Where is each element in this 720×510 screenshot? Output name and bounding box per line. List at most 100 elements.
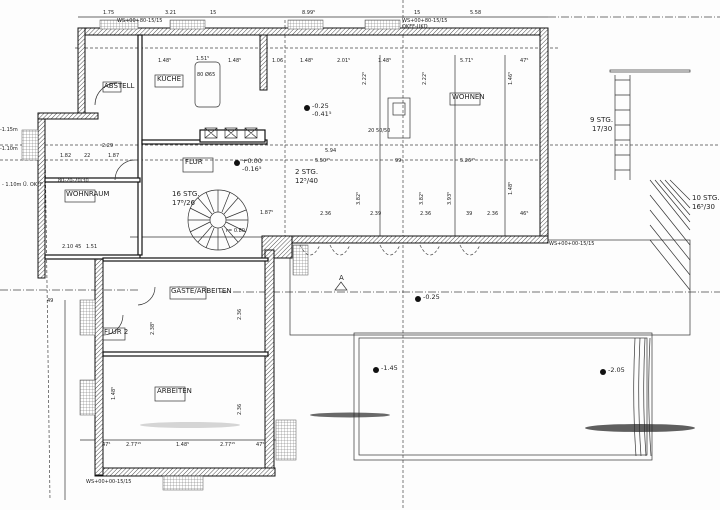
room-kueche: KÜCHE: [157, 74, 181, 83]
stair-right-lower-ratio: 16⁵/30: [692, 203, 715, 211]
dimension-label: 2.36: [420, 211, 431, 217]
dimension-label: 80-20-20/30: [58, 178, 89, 184]
dimension-label: 5.26¹⁵: [460, 158, 475, 164]
dimension-label: 3.82⁵: [419, 192, 425, 205]
vertical-dimensions: 2.22⁵ 2.22⁵ 1.46⁵ 3.82⁵ 3.82⁵ 3.93⁵ 1.48…: [356, 72, 514, 205]
dimension-label: 15: [414, 10, 420, 16]
level-marker-icon: [415, 296, 421, 302]
dimension-label: 1.48⁵: [176, 442, 189, 448]
walls: [37, 27, 549, 477]
room-flur-2: FLUR 2: [104, 328, 128, 336]
stair-right-upper-ratio: 17/30: [592, 125, 612, 133]
dimension-label: 1.48⁵: [300, 58, 313, 64]
room-gaeste-arbeiten: GÄSTE/ARBEITEN: [171, 286, 232, 295]
dimension-label: r= 0.80: [226, 228, 245, 234]
dimension-label: OKFF-UKD: [402, 24, 428, 30]
dimension-label: 45: [75, 244, 81, 250]
dimension-label: 1.48⁵: [111, 387, 117, 400]
left-wing-dimensions: 2.29 1.82 22 1.87 2.10 45 1.51 49: [47, 143, 119, 304]
exterior-stairs: [609, 69, 691, 291]
annotations: WS+00+80-15/15 WS+00+80-15/15 OKFF-UKD W…: [0, 18, 594, 485]
dimension-label: -1.10m: [0, 146, 18, 152]
dimension-label: 3.21: [165, 10, 176, 16]
dimension-label: 1.75: [103, 10, 114, 16]
dimension-label: 1.06: [272, 58, 283, 64]
dimension-label: 20 50/50: [368, 128, 390, 134]
terrace: [289, 239, 691, 336]
dimension-label: 1.87⁵: [260, 210, 273, 216]
dimension-label: 49: [47, 298, 53, 304]
dimension-label: 22: [84, 153, 90, 159]
kitchen-fixtures: [194, 61, 411, 139]
stair-labels: 16 STG. 17⁸/26 2 STG. 12⁵/40 9 STG. 17/3…: [172, 116, 720, 211]
doors: [94, 82, 481, 336]
level-wohnen-top: -0.25: [312, 102, 329, 110]
dimension-label: 2.36: [320, 211, 331, 217]
inner-top-dimensions: 1.48⁵ 1.51⁵ 1.48⁵ 1.06 1.48⁵ 2.01⁵ 1.48⁵…: [158, 56, 528, 64]
smudge: [585, 424, 695, 432]
dimension-label: 5.50¹⁵: [315, 158, 330, 164]
room-abstell: ABSTELL: [104, 82, 135, 90]
section-marker-label: A: [339, 274, 344, 282]
middle-dimensions: 5.94 5.50¹⁵ 99 5.26¹⁵: [315, 148, 475, 164]
level-pool-left: -1.45: [381, 364, 398, 372]
windows: [21, 19, 401, 491]
dimension-label: 8.99⁵: [302, 10, 315, 16]
level-pool-right: -2.05: [608, 366, 625, 374]
dimension-label: 3.93⁵: [447, 192, 453, 205]
dimension-label: 47⁵: [102, 442, 110, 448]
dimension-label: WS+00+80-15/15: [402, 18, 447, 24]
level-markers: -0.25 -0.41⁵ +0.00 -0.16⁵ -0.25 -1.45 -2…: [234, 102, 625, 375]
dimension-label: 2.10: [62, 244, 73, 250]
dimension-label: 5.58: [470, 10, 481, 16]
dimension-label: 1.48⁵: [158, 58, 171, 64]
dimension-label: 2.36: [487, 211, 498, 217]
stair-right-upper-count: 9 STG.: [590, 116, 613, 124]
dimension-label: - 1.10m Ü. OKFF: [2, 181, 43, 188]
dimension-label: 2.77¹⁵: [220, 442, 235, 448]
section-marker: A: [334, 274, 348, 291]
dimension-label: 1.48⁵: [508, 182, 514, 195]
pool: [353, 332, 653, 461]
stair-step-ratio: 12⁵/40: [295, 177, 318, 185]
level-marker-icon: [304, 105, 310, 111]
level-terrace: -0.25: [423, 293, 440, 301]
lower-row-dimensions: 1.87⁵ 2.36 2.39 2.36 39 2.36 46⁵: [260, 210, 528, 217]
dimension-label: 5.71⁵: [460, 58, 473, 64]
dimension-label: 1.48⁵: [228, 58, 241, 64]
dimension-label: 1.51: [86, 244, 97, 250]
room-flur: FLUR: [185, 158, 203, 166]
dimension-label: 2.22⁵: [422, 72, 428, 85]
room-arbeiten: ARBEITEN: [157, 387, 192, 395]
dimension-label: 46⁵: [520, 211, 528, 217]
dimension-label: 2.39: [370, 211, 381, 217]
dimension-label: 2.36: [237, 309, 243, 320]
dimension-label: 99: [395, 158, 401, 164]
dimension-label: 2.22⁵: [362, 72, 368, 85]
room-wohnraum: WOHNRAUM: [66, 190, 109, 198]
dimension-label: 1.48⁵: [378, 58, 391, 64]
level-marker-icon: [373, 367, 379, 373]
dimension-label: 39: [466, 211, 472, 217]
room-wohnen: WOHNEN: [452, 93, 485, 101]
level-flur-bottom: -0.16⁵: [242, 165, 262, 173]
stair-step-count: 2 STG.: [295, 168, 318, 176]
dimension-label: 5.94: [325, 148, 336, 154]
dimension-label: 1.87: [108, 153, 119, 159]
dimension-label: WS+00+80-15/15: [117, 18, 162, 24]
dimension-label: 2.36: [237, 404, 243, 415]
stair-right-lower-count: 10 STG.: [692, 194, 720, 202]
smudge: [140, 422, 240, 428]
level-flur-top: +0.00: [242, 157, 262, 165]
top-dimensions: 1.75 3.21 15 8.99⁵ 15 5.58: [103, 10, 481, 16]
dimension-label: WS+00+00-15/15: [549, 241, 594, 247]
stair-main-count: 16 STG.: [172, 190, 200, 198]
level-marker-icon: [600, 369, 606, 375]
stair-main-ratio: 17⁸/26: [172, 199, 196, 207]
dimension-label: 2.29: [102, 143, 113, 149]
dimension-label: 2.01⁵: [337, 58, 350, 64]
dimension-label: 1.82: [60, 153, 71, 159]
smudge: [310, 412, 390, 418]
dimension-label: 3.82⁵: [356, 192, 362, 205]
